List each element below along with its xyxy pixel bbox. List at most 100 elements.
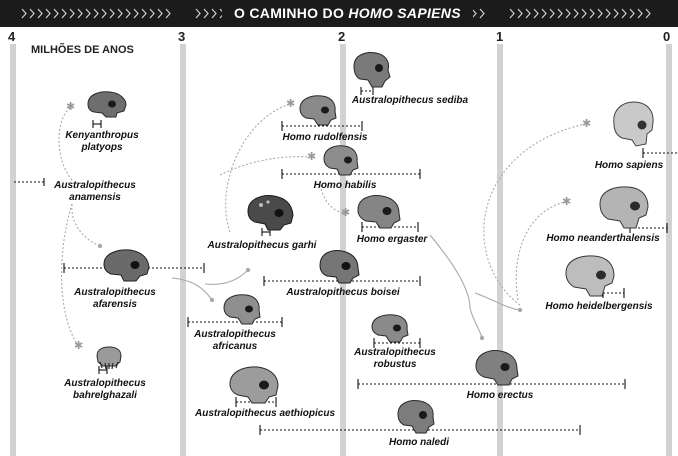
link-anamensis-bahrelghazali <box>61 203 79 346</box>
chevron-mark <box>125 8 131 19</box>
link-habilis <box>219 156 311 176</box>
link-heidelbergensis <box>474 292 521 311</box>
chevron-mark <box>549 8 555 19</box>
range-kenyanthropus <box>92 120 102 128</box>
skull-icon-garhi <box>247 195 294 231</box>
svg-text:✱: ✱ <box>307 150 316 163</box>
link-ergaster-erectus <box>429 234 483 339</box>
column-2 <box>340 44 346 456</box>
label-erectus: Homo erectus <box>466 390 534 401</box>
chevron-mark <box>533 8 539 19</box>
label-heidelbergensis: Homo heidelbergensis <box>545 301 653 312</box>
header-bar: O CAMINHO DO HOMO SAPIENS <box>0 0 678 27</box>
link-dots <box>97 210 523 341</box>
range-africanus <box>187 317 283 327</box>
label-aethiopicus: Australopithecus aethiopicus <box>194 408 336 419</box>
column-0 <box>666 44 672 456</box>
chevron-mark <box>517 8 523 19</box>
svg-text:✱: ✱ <box>66 100 75 113</box>
svg-text:✱: ✱ <box>341 206 350 219</box>
skull-icon-bahrelghazali <box>96 346 122 370</box>
label-sediba: Australopithecus sediba <box>351 95 469 106</box>
time-axis-label: MILHÕES DE ANOS <box>31 44 134 56</box>
chevron-mark <box>37 8 43 19</box>
label-habilis: Homo habilis <box>313 180 377 191</box>
skull-icon-sapiens <box>613 101 654 147</box>
skull-icon-habilis <box>323 145 359 176</box>
svg-text:✱: ✱ <box>286 97 295 110</box>
chevron-mark <box>621 8 627 19</box>
chevron-mark <box>77 8 83 19</box>
skull-icon-boisei <box>319 250 360 284</box>
range-bahrelghazali <box>98 366 108 374</box>
chevron-mark <box>93 8 99 19</box>
skull-icon-erectus <box>475 350 519 386</box>
label-garhi: Australopithecus garhi <box>207 240 317 251</box>
skull-icon-africanus <box>223 294 261 325</box>
chevron-mark <box>645 8 651 19</box>
chevron-mark <box>203 8 209 19</box>
svg-text:✱: ✱ <box>74 339 83 352</box>
chevron-mark <box>133 8 139 19</box>
chevron-mark <box>117 8 123 19</box>
lineage-solid-links <box>171 234 521 339</box>
lineage-links <box>58 103 586 346</box>
chevron-mark <box>629 8 635 19</box>
label-naledi: Homo naledi <box>388 437 449 448</box>
chevron-mark <box>605 8 611 19</box>
range-anamensis <box>14 178 45 186</box>
label-sapiens: Homo sapiens <box>594 160 664 171</box>
scale-label-4: 4 <box>8 29 16 44</box>
scale-label-3: 3 <box>178 29 186 44</box>
chevron-mark <box>149 8 155 19</box>
chevron-mark <box>541 8 547 19</box>
chevron-mark <box>211 8 217 19</box>
skull-icon-ergaster <box>357 195 401 229</box>
chevron-mark <box>165 8 171 19</box>
chevron-mark <box>21 8 27 19</box>
skull-icon-neanderthalensis <box>599 186 649 229</box>
range-robustus <box>373 338 421 348</box>
chevron-mark <box>479 8 485 19</box>
label-neanderthalensis: Homo neanderthalensis <box>546 233 660 244</box>
label-rudolfensis: Homo rudolfensis <box>282 132 368 143</box>
skull-icon-robustus <box>371 314 409 343</box>
skull-icon-afarensis <box>103 249 150 282</box>
chevron-mark <box>581 8 587 19</box>
skull-icon-aethiopicus <box>229 366 279 404</box>
link-anamensis-kenyanthropus <box>58 107 73 181</box>
chevron-mark <box>637 8 643 19</box>
link-garhi-rudolfensis <box>225 103 291 233</box>
range-erectus <box>357 379 626 389</box>
link-sapiens <box>483 123 586 306</box>
scale-label-2: 2 <box>338 29 346 44</box>
chevron-mark <box>573 8 579 19</box>
column-3 <box>180 44 186 456</box>
label-ergaster: Homo ergaster <box>356 234 428 245</box>
chevron-mark <box>157 8 163 19</box>
skull-icon-heidelbergensis <box>565 255 615 297</box>
scale-label-1: 1 <box>496 29 504 44</box>
label-boisei: Australopithecus boisei <box>286 287 400 298</box>
skull-icon-naledi <box>397 400 435 434</box>
chevron-mark <box>101 8 107 19</box>
link-anamensis-afarensis <box>71 203 101 247</box>
chevron-mark <box>85 8 91 19</box>
column-4 <box>10 44 16 456</box>
chevron-mark <box>195 8 201 19</box>
chevron-mark <box>45 8 51 19</box>
chevron-mark <box>109 8 115 19</box>
skull-icon-sediba <box>353 52 391 88</box>
link-ergaster <box>319 184 346 214</box>
link-afarensis-africanus <box>171 277 213 301</box>
chevron-mark <box>69 8 75 19</box>
column-1 <box>497 44 503 456</box>
chevron-mark <box>141 8 147 19</box>
